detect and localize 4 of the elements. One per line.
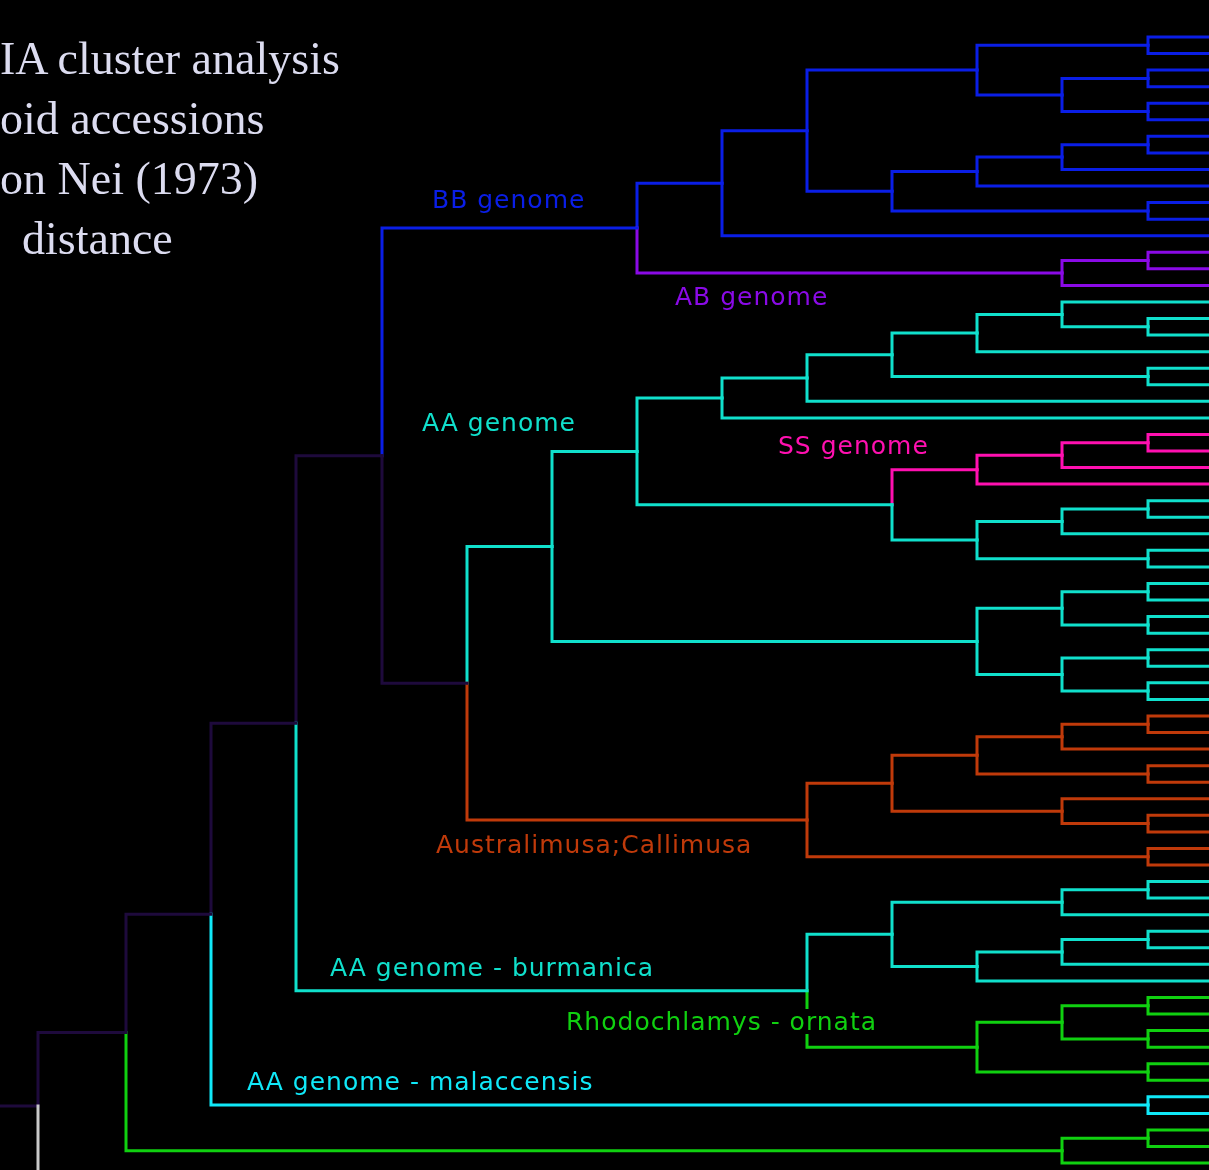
heading-text: distance	[22, 216, 173, 262]
heading-text: on Nei (1973)	[0, 156, 259, 202]
heading-text: oid accessions	[0, 96, 265, 142]
heading-text: IA cluster analysis	[0, 36, 340, 82]
